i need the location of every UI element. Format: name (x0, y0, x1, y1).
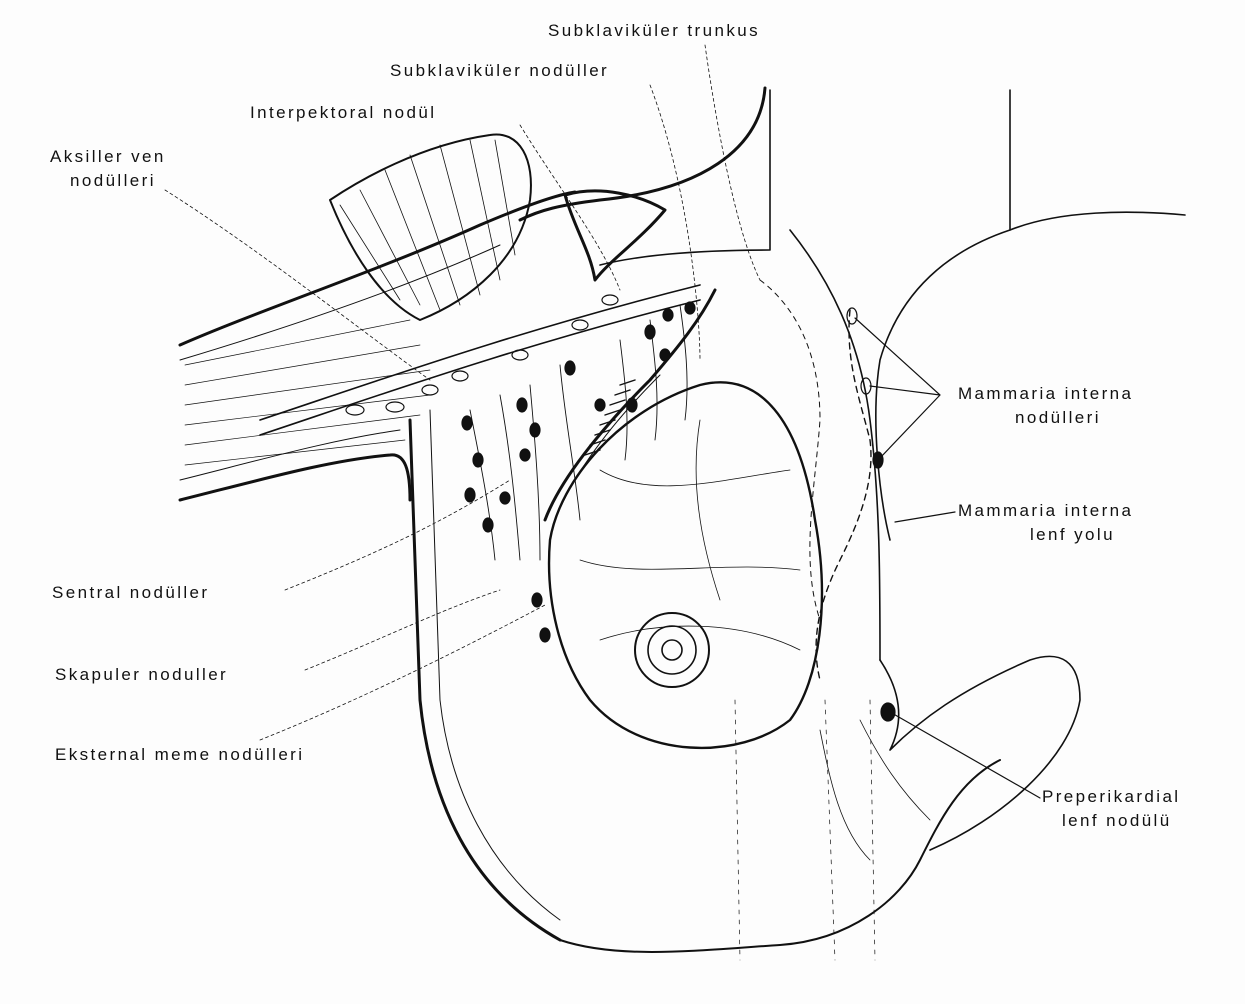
scapular-nodes (532, 593, 550, 642)
leader-eksternal (260, 605, 545, 740)
label-mammaria-interna-noduller-line1: Mammaria interna (958, 383, 1133, 405)
label-sentral-noduller: Sentral nodüller (52, 582, 209, 604)
label-eksternal-meme-noduller: Eksternal meme nodülleri (55, 744, 304, 766)
label-aksiller-ven-line2: nodülleri (70, 170, 156, 192)
pectoral-muscle-fan (330, 134, 531, 320)
leader-subklavikuler-trunkus (705, 45, 760, 280)
label-subklavikuler-noduller: Subklaviküler nodüller (390, 60, 609, 82)
mammaria-interna-lymph-path (816, 310, 871, 680)
label-preperikardial-line1: Preperikardial (1042, 786, 1180, 808)
label-mammaria-interna-noduller-line2: nodülleri (1015, 407, 1101, 429)
areola (635, 613, 709, 687)
lateral-chest-wall (410, 420, 560, 940)
leader-preperikardial (890, 712, 1040, 798)
label-mammaria-interna-lenf-line2: lenf yolu (1030, 524, 1115, 546)
nipple (662, 640, 682, 660)
label-mammaria-interna-lenf-line1: Mammaria interna (958, 500, 1133, 522)
leader-mammaria-lenf (895, 512, 955, 522)
leader-mammaria-noduller (855, 318, 940, 458)
arm-upper-contour (180, 192, 575, 345)
central-nodes (462, 361, 605, 532)
subclavian-clavicle (565, 191, 665, 280)
preperikardial-node (881, 703, 895, 721)
pericardial-region (880, 656, 1080, 850)
leader-subklavikuler-noduller (650, 85, 700, 360)
sternal-curve (790, 230, 880, 660)
label-aksiller-ven-line1: Aksiller ven (50, 146, 166, 168)
subclavicular-nodes (627, 302, 695, 412)
torso-outline (560, 760, 1000, 952)
label-interpektoral-nodul: Interpektoral nodül (250, 102, 436, 124)
label-subklavikuler-trunkus: Subklaviküler trunkus (548, 20, 760, 42)
breast-outline (549, 382, 822, 747)
axillary-vein-nodes (346, 295, 618, 415)
leader-skapuler (305, 590, 500, 670)
leader-sentral (285, 480, 510, 590)
label-preperikardial-line2: lenf nodülü (1062, 810, 1172, 832)
label-skapuler-noduller: Skapuler noduller (55, 664, 228, 686)
